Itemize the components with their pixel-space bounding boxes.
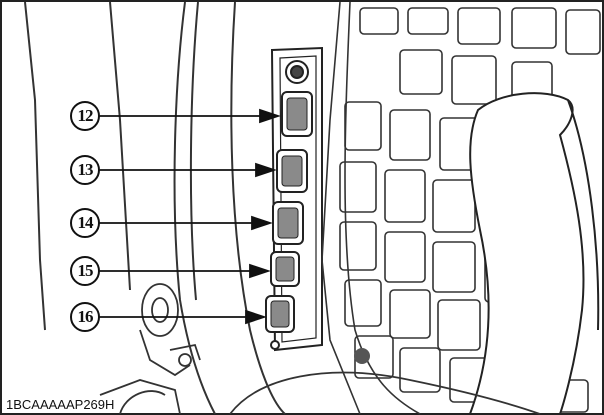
callout-15-label: 15	[77, 261, 94, 280]
leader-arrows	[98, 108, 281, 325]
callout-16-label: 16	[77, 307, 94, 326]
callout-14-label: 14	[77, 213, 94, 232]
arrow-head-14	[251, 215, 273, 231]
seat-base	[229, 371, 541, 415]
callout-15: 15	[70, 256, 100, 286]
callout-13: 13	[70, 155, 100, 185]
callout-16: 16	[70, 302, 100, 332]
callout-12: 12	[70, 101, 100, 131]
callout-13-label: 13	[77, 160, 94, 179]
arrow-head-15	[249, 263, 271, 279]
arrow-head-16	[245, 309, 267, 325]
cab-pillar	[24, 1, 286, 415]
arrow-head-12	[259, 108, 281, 124]
lower-left-mechanism	[99, 283, 201, 415]
seat-back	[468, 92, 600, 415]
rocker-switches	[265, 91, 313, 333]
callout-14: 14	[70, 208, 100, 238]
figure-code: 1BCAAAAAP269H	[4, 397, 117, 412]
arrow-head-13	[255, 162, 277, 178]
callout-12-label: 12	[77, 106, 94, 125]
